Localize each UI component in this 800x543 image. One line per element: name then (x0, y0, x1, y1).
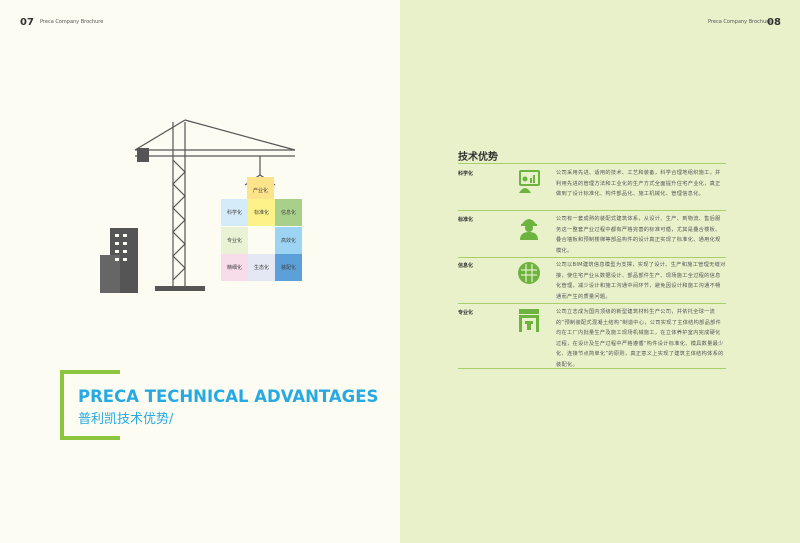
row-text: 公司采用先进、适用的技术、工艺和装备，科学合理地组织施工，并利用先进的管理方法和… (556, 170, 721, 197)
page-number: 07 (20, 17, 34, 28)
grid-cell: 标准化 (248, 199, 275, 226)
page-number: 08 (767, 17, 781, 28)
presentation-chart-icon (519, 170, 540, 193)
grid-cell: 高效化 (275, 227, 302, 254)
row-label: 专业化 (458, 310, 474, 316)
title-english: PRECA TECHNICAL ADVANTAGES (78, 387, 381, 406)
row-text: 公司立志成为国内顶级的新型建筑材料生产公司，并依托全球一流的“预制装配式混凝土结… (556, 309, 724, 368)
grid-cell: 装配化 (275, 254, 302, 281)
grid-cell: 精细化 (221, 254, 248, 281)
globe-icon (518, 262, 540, 284)
row-text: 公司有一套成熟的装配式建筑体系，从设计、生产、到物流、售后服务这一整套产业过程中… (556, 216, 721, 254)
title-chinese: 普利凯技术优势/ (78, 412, 174, 427)
row-label: 信息化 (458, 263, 474, 269)
brochure-title: Preca Company Brochure (40, 19, 104, 25)
grid-cell: 信息化 (275, 199, 302, 226)
grid-cell: 生态化 (248, 254, 275, 281)
left-page: 07 Preca Company Brochure 产业化 科学化 标准化 信息… (20, 17, 381, 440)
row-label: 科学化 (458, 171, 474, 177)
worker-helmet-icon (520, 219, 538, 240)
row-text: 公司以BIM建筑信息模型为支撑，实现了设计、生产和施工管理无缝对接，使住宅产业从… (556, 262, 726, 300)
section-title: 技术优势 (458, 152, 498, 163)
brochure-title: Preca Company Brochure (708, 19, 772, 25)
row-label: 标准化 (458, 217, 474, 223)
crane-illustration (100, 119, 296, 293)
factory-icon (519, 309, 539, 332)
right-page: Preca Company Brochure 08 (400, 0, 800, 543)
grid-cell: 专业化 (221, 227, 248, 254)
grid-cell: 科学化 (221, 199, 248, 226)
